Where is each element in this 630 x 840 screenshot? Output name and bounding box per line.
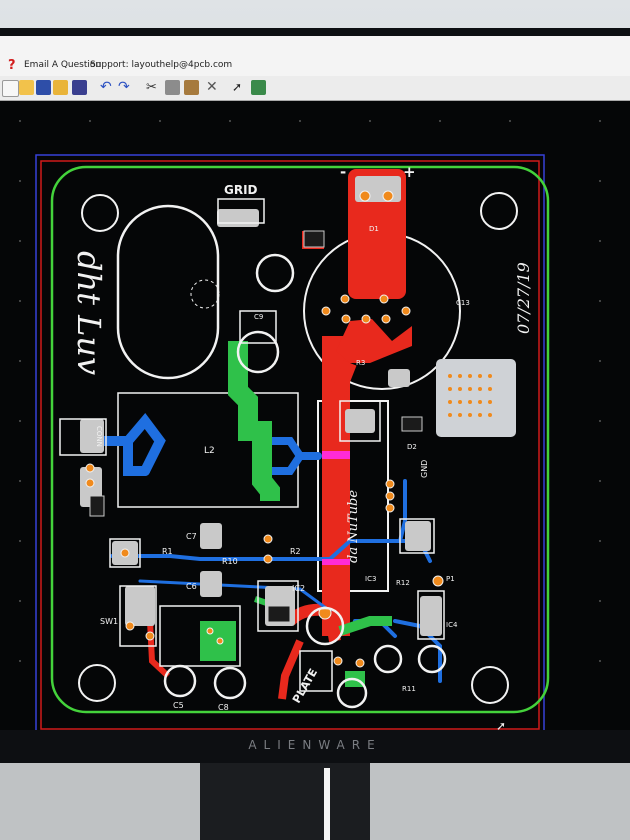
label-sw1: SW1 bbox=[100, 617, 119, 626]
label-ic2: IC2 bbox=[292, 584, 306, 593]
label-r1: R1 bbox=[162, 547, 173, 556]
label-d2: D2 bbox=[407, 443, 417, 451]
grid-dots bbox=[19, 120, 601, 662]
gnd-label: GND bbox=[420, 459, 429, 478]
smd-parts bbox=[89, 230, 423, 623]
pcb-canvas[interactable]: dht Luv 07/27/19 da NuTube GRID PLATE GN… bbox=[0, 101, 630, 730]
mounting-holes bbox=[78, 192, 518, 704]
label-c7: C7 bbox=[186, 532, 197, 541]
label-l2: L2 bbox=[204, 446, 215, 456]
magenta-highlight bbox=[322, 451, 350, 459]
label-c8: C8 bbox=[218, 703, 229, 712]
folder-icon[interactable] bbox=[53, 80, 68, 95]
grid-label: GRID bbox=[224, 183, 258, 197]
frame-blue bbox=[35, 154, 545, 730]
conn-label: CONN bbox=[95, 426, 103, 447]
open-folder-icon[interactable] bbox=[19, 80, 34, 95]
cutout-circle bbox=[190, 279, 220, 309]
label-p1: P1 bbox=[446, 575, 455, 583]
label-ic4: IC4 bbox=[446, 621, 458, 629]
new-file-icon[interactable] bbox=[2, 80, 19, 97]
tube-label: da NuTube bbox=[346, 489, 361, 563]
label-c9: C9 bbox=[254, 313, 264, 321]
handwritten-title: dht Luv bbox=[70, 251, 108, 376]
date-label: 07/27/19 bbox=[514, 262, 533, 334]
paste-icon[interactable] bbox=[184, 80, 199, 95]
label-c6: C6 bbox=[186, 582, 197, 591]
label-d1: D1 bbox=[369, 225, 379, 233]
orange-vias bbox=[85, 190, 444, 668]
label-c5: C5 bbox=[173, 701, 184, 710]
support-link[interactable]: Support: layouthelp@4pcb.com bbox=[90, 60, 233, 70]
cut-icon[interactable]: ✂ bbox=[146, 80, 157, 95]
plus-sign: + bbox=[403, 163, 416, 181]
menu-bar: ? Email A Question Support: layouthelp@4… bbox=[0, 36, 630, 77]
pcb-drawing bbox=[19, 120, 601, 730]
email-question-link[interactable]: Email A Question bbox=[24, 60, 102, 70]
silk-outlines bbox=[59, 198, 445, 692]
save-icon[interactable] bbox=[36, 80, 51, 95]
label-r10: R10 bbox=[222, 557, 238, 566]
label-ic3: IC3 bbox=[365, 575, 377, 583]
copy-icon[interactable] bbox=[165, 80, 180, 95]
layers-icon[interactable] bbox=[72, 80, 87, 95]
heatsink-vias bbox=[448, 374, 492, 417]
label-r2: R2 bbox=[290, 547, 301, 556]
question-icon[interactable]: ? bbox=[8, 58, 16, 73]
label-r11: R11 bbox=[402, 685, 416, 693]
monitor-brand: ALIENWARE bbox=[248, 738, 382, 752]
label-c13: C13 bbox=[456, 299, 470, 307]
undo-icon[interactable]: ↶ bbox=[100, 79, 112, 95]
redo-icon[interactable]: ↷ bbox=[118, 79, 130, 95]
label-r12: R12 bbox=[396, 579, 410, 587]
monitor-screen: ? Email A Question Support: layouthelp@4… bbox=[0, 36, 630, 730]
minus-sign: - bbox=[340, 163, 347, 181]
frame-red bbox=[40, 160, 540, 730]
select-arrow-icon[interactable]: ➚ bbox=[232, 80, 243, 94]
magenta-highlight-2 bbox=[322, 559, 350, 565]
monitor-stand bbox=[200, 760, 370, 840]
component-pads bbox=[80, 176, 442, 636]
label-r3: R3 bbox=[356, 359, 366, 367]
oval-cutout bbox=[116, 204, 220, 380]
delete-icon[interactable]: ✕ bbox=[206, 79, 218, 95]
component-icon[interactable] bbox=[251, 80, 266, 95]
mouse-cursor-icon: ➚ bbox=[496, 719, 507, 730]
usb-cable bbox=[324, 768, 330, 840]
board-outline bbox=[50, 165, 550, 714]
radial-capacitors bbox=[163, 253, 447, 709]
heatsink-pad bbox=[436, 359, 516, 437]
toolbar: ↶ ↷ ✂ ✕ ➚ bbox=[0, 76, 630, 101]
